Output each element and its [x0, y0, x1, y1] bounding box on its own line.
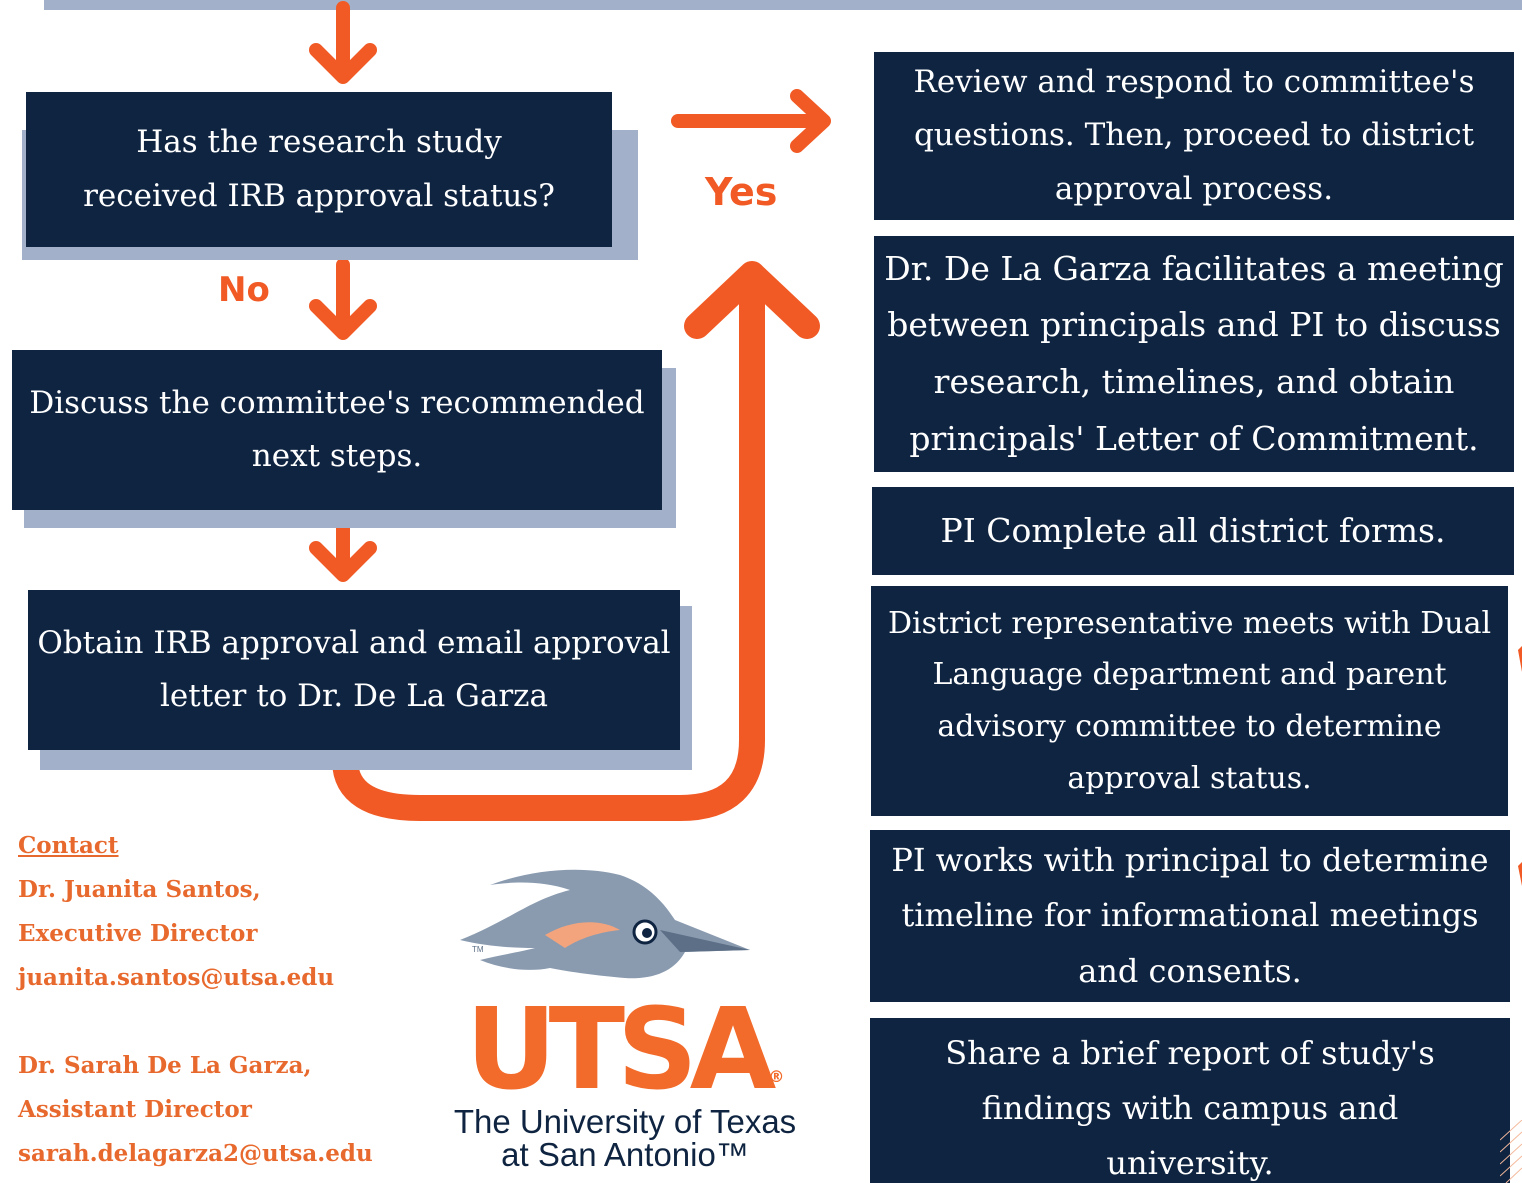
obtain-line-2: letter to Dr. De La Garza	[160, 678, 548, 714]
irb-question-line-2: received IRB approval status?	[83, 177, 555, 214]
irb-question-line-1: Has the research study	[136, 124, 502, 161]
contact-block: Contact Dr. Juanita Santos, Executive Di…	[18, 824, 418, 1176]
share-report-box: Share a brief report of study's findings…	[870, 1018, 1510, 1183]
wordmark-text: UTSA	[465, 985, 777, 1115]
utsa-logo: TM UTSA® The University of Texas at San …	[420, 860, 830, 1180]
contact-1-name: Dr. Juanita Santos,	[18, 876, 261, 903]
timeline-box: PI works with principal to determine tim…	[870, 830, 1510, 1002]
facilitate-line-2: between principals and PI to discuss	[887, 305, 1501, 345]
obtain-line-1: Obtain IRB approval and email approval	[37, 624, 671, 661]
loop-arrow	[332, 277, 765, 821]
contact-2-email[interactable]: sarah.delagarza2@utsa.edu	[18, 1140, 373, 1167]
district-forms-box: PI Complete all district forms.	[872, 487, 1514, 575]
timeline-line-2: timeline for informational meetings	[901, 896, 1479, 935]
report-line-2: findings with campus and	[981, 1089, 1399, 1128]
contact-1-title: Executive Director	[18, 920, 258, 947]
review-respond-box: Review and respond to committee's questi…	[874, 52, 1514, 220]
discuss-line-1: Discuss the committee's recommended	[29, 384, 645, 421]
facilitate-meeting-box: Dr. De La Garza facilitates a meeting be…	[874, 236, 1514, 472]
timeline-line-1: PI works with principal to determine	[891, 841, 1489, 880]
report-line-3: university.	[1106, 1144, 1274, 1183]
district-line-3: advisory committee to determine	[937, 709, 1442, 744]
university-name-line-2: at San Antonio™	[501, 1136, 749, 1173]
facilitate-line-3: research, timelines, and obtain	[933, 362, 1455, 401]
obtain-irb-box: Obtain IRB approval and email approval l…	[28, 590, 680, 750]
contact-2-name: Dr. Sarah De La Garza,	[18, 1052, 312, 1079]
facilitate-line-4: principals' Letter of Commitment.	[909, 418, 1479, 458]
district-line-1: District representative meets with Dual	[887, 605, 1492, 641]
yes-label: Yes	[705, 170, 778, 214]
no-label: No	[218, 270, 270, 310]
registered-mark: ®	[768, 1067, 785, 1086]
review-line-3: approval process.	[1054, 170, 1334, 207]
corner-hatch-decoration	[1500, 1120, 1522, 1183]
utsa-wordmark: UTSA®	[420, 990, 830, 1137]
irb-question-box: Has the research study received IRB appr…	[26, 92, 612, 247]
contact-heading: Contact	[18, 832, 119, 859]
contact-2-title: Assistant Director	[18, 1096, 252, 1123]
review-line-1: Review and respond to committee's	[913, 64, 1475, 101]
discuss-next-steps-box: Discuss the committee's recommended next…	[12, 350, 662, 510]
logo-tm-mark: TM	[472, 945, 484, 954]
district-line-2: Language department and parent	[932, 657, 1447, 693]
forms-line-1: PI Complete all district forms.	[940, 510, 1446, 550]
facilitate-line-1: Dr. De La Garza facilitates a meeting	[884, 248, 1504, 288]
roadrunner-icon: TM	[460, 869, 750, 979]
university-name-line-1: The University of Texas	[453, 1103, 797, 1140]
discuss-line-2: next steps.	[251, 438, 423, 474]
contact-1-email[interactable]: juanita.santos@utsa.edu	[18, 964, 335, 991]
report-line-1: Share a brief report of study's	[945, 1034, 1435, 1072]
district-line-4: approval status.	[1067, 760, 1312, 796]
review-line-2: questions. Then, proceed to district	[913, 117, 1475, 154]
timeline-line-3: and consents.	[1078, 951, 1302, 990]
district-rep-box: District representative meets with Dual …	[871, 586, 1508, 816]
top-banner-edge	[44, 0, 1522, 10]
